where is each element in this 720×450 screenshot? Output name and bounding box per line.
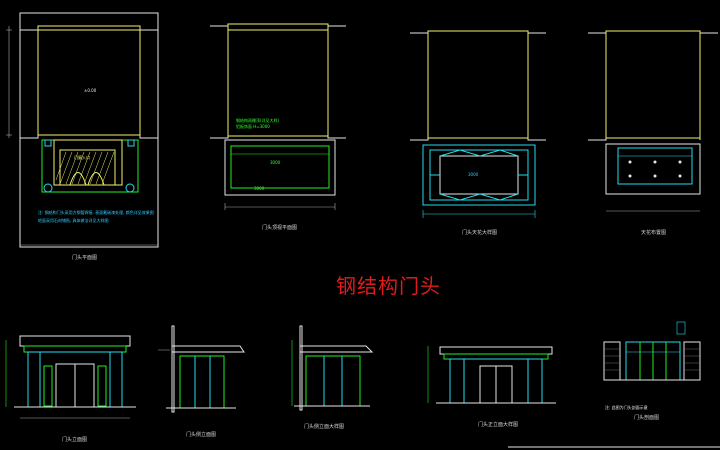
elevation5-note: 注: 此图为门头剖面示意	[605, 405, 648, 410]
caption-plan-4: 天花布置图	[641, 230, 667, 236]
plan3-dim: 3000	[468, 172, 479, 177]
elevation-2	[158, 325, 245, 413]
plan1-note-2: 地面采用石材铺贴, 具体做法详见大样图	[38, 218, 109, 223]
plan-view-1	[6, 12, 159, 248]
caption-elevation-4: 门头正立面大样图	[478, 422, 519, 428]
plan1-hatch-label: 门廊入口	[74, 155, 90, 160]
plan-view-4-lights	[628, 160, 682, 178]
plan1-center-mark: ±0.00	[84, 88, 97, 93]
drawing-title: 钢结构门头	[336, 274, 441, 298]
elevation-5-brick-hatch	[604, 348, 700, 371]
caption-elevation-1: 门头立面图	[62, 437, 88, 443]
plan-view-1-hatch	[55, 151, 115, 185]
plan2-note: 钢结构雨棚顶(详见大样) 铝板饰面 H=3000	[236, 118, 280, 129]
plan-view-4	[588, 30, 718, 212]
caption-elevation-3: 门头侧立面大样图	[304, 424, 345, 430]
plan1-note-1: 注: 钢结构门头采用方钢管焊接, 表面氟碳漆处理, 颜色详见效果图	[38, 210, 154, 215]
plan-view-2	[210, 23, 346, 210]
caption-plan-1: 门头平面图	[72, 255, 98, 261]
caption-elevation-2: 门头侧立面图	[186, 432, 217, 438]
caption-elevation-5: 门头剖面图	[634, 415, 660, 421]
elevation-1	[5, 335, 136, 419]
plan2-dim-1: 3000	[270, 160, 281, 165]
elevation-3	[291, 325, 374, 411]
plan-view-3	[410, 30, 546, 218]
plan2-dim-2: 3000	[254, 186, 265, 191]
caption-plan-2: 门头顶视平面图	[262, 225, 298, 231]
elevation-4	[427, 346, 556, 404]
elevation-5	[603, 321, 701, 381]
caption-plan-3: 门头天花大样图	[462, 230, 498, 236]
